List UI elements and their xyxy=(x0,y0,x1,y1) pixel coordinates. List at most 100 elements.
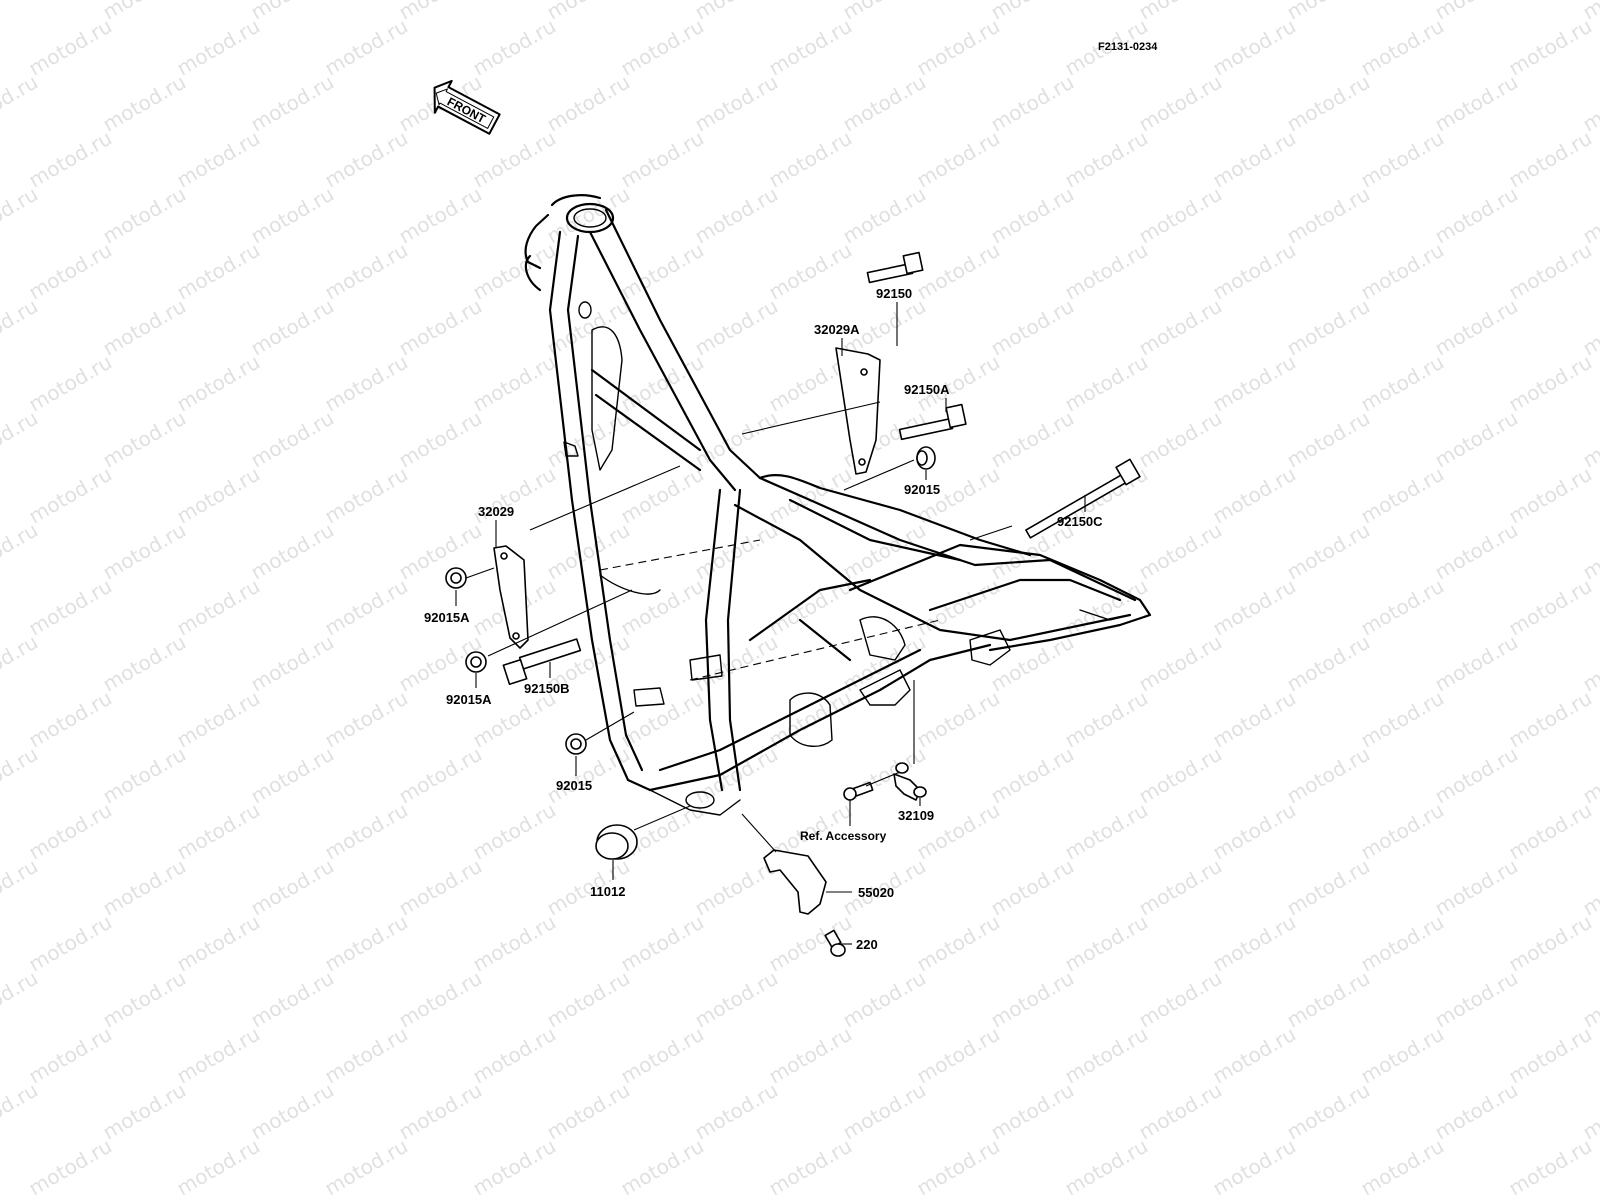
watermark-text: motod.ru xyxy=(0,518,42,585)
watermark-text: motod.ru xyxy=(247,182,338,249)
watermark-text: motod.ru xyxy=(1135,0,1226,24)
watermark-text: motod.ru xyxy=(987,966,1078,1033)
watermark-text: motod.ru xyxy=(913,686,1004,753)
watermark-text: motod.ru xyxy=(1135,630,1226,697)
watermark-text: motod.ru xyxy=(1209,14,1300,81)
watermark-text: motod.ru xyxy=(1209,798,1300,865)
watermark-text: motod.ru xyxy=(765,1134,856,1200)
watermark-text: motod.ru xyxy=(1505,238,1596,305)
watermark-text: motod.ru xyxy=(395,854,486,921)
watermark-text: motod.ru xyxy=(987,1078,1078,1145)
watermark-text: motod.ru xyxy=(1431,294,1522,361)
watermark-text: motod.ru xyxy=(1505,126,1596,193)
guard-55020-icon xyxy=(763,849,827,915)
label-92015A-lower: 92015A xyxy=(446,692,492,707)
watermark-text: motod.ru xyxy=(1135,1078,1226,1145)
watermark-text: motod.ru xyxy=(25,350,116,417)
watermark-text: motod.ru xyxy=(1135,406,1226,473)
watermark-text: motod.ru xyxy=(0,630,42,697)
watermark-text: motod.ru xyxy=(1283,182,1374,249)
watermark-text: motod.ru xyxy=(173,910,264,977)
watermark-text: motod.ru xyxy=(25,1022,116,1089)
label-220: 220 xyxy=(856,937,878,952)
watermark-text: motod.ru xyxy=(1431,630,1522,697)
label-92150C: 92150C xyxy=(1057,514,1103,529)
diagram-code: F2131-0234 xyxy=(1098,41,1158,53)
label-92015-top: 92015 xyxy=(904,482,940,497)
label-92150B: 92150B xyxy=(524,681,570,696)
watermark-text: motod.ru xyxy=(913,126,1004,193)
watermark-text: motod.ru xyxy=(99,966,190,1033)
watermark-text: motod.ru xyxy=(987,294,1078,361)
watermark-text: motod.ru xyxy=(247,294,338,361)
label-92015A-upper: 92015A xyxy=(424,610,470,625)
label-32029A: 32029A xyxy=(814,322,860,337)
watermark-text: motod.ru xyxy=(0,182,42,249)
watermark-text: motod.ru xyxy=(1135,182,1226,249)
watermark-text: motod.ru xyxy=(839,0,930,24)
watermark-text: motod.ru xyxy=(1357,686,1448,753)
watermark-text: motod.ru xyxy=(395,1078,486,1145)
watermark-text: motod.ru xyxy=(321,238,412,305)
watermark-text: motod.ru xyxy=(987,406,1078,473)
watermark-text: motod.ru xyxy=(543,742,634,809)
watermark-text: motod.ru xyxy=(99,1078,190,1145)
watermark-text: motod.ru xyxy=(617,574,708,641)
screw-220-icon xyxy=(824,929,846,957)
watermark-text: motod.ru xyxy=(321,350,412,417)
watermark-text: motod.ru xyxy=(469,1022,560,1089)
watermark-text: motod.ru xyxy=(1431,0,1522,24)
watermark-text: motod.ru xyxy=(321,14,412,81)
watermark-text: motod.ru xyxy=(247,630,338,697)
watermark-text: motod.ru xyxy=(469,238,560,305)
label-32109: 32109 xyxy=(898,808,934,823)
watermark-text: motod.ru xyxy=(321,1134,412,1200)
label-92015-lower: 92015 xyxy=(556,778,592,793)
watermark-text: motod.ru xyxy=(173,14,264,81)
watermark-text: motod.ru xyxy=(1505,1022,1596,1089)
watermark-text: motod.ru xyxy=(691,182,782,249)
watermark-text: motod.ru xyxy=(987,70,1078,137)
watermark-text: motod.ru xyxy=(0,70,42,137)
leader-lines xyxy=(455,302,1086,945)
watermark-text: motod.ru xyxy=(247,854,338,921)
watermark-text: motod.ru xyxy=(1505,798,1596,865)
watermark-text: motod.ru xyxy=(321,574,412,641)
watermark-text: motod.ru xyxy=(1209,1022,1300,1089)
watermark-text: motod.ru xyxy=(247,1078,338,1145)
watermark-text: motod.ru xyxy=(469,126,560,193)
watermark-text: motod.ru xyxy=(173,462,264,529)
watermark-text: motod.ru xyxy=(395,294,486,361)
watermark-text: motod.ru xyxy=(1061,1022,1152,1089)
watermark-text: motod.ru xyxy=(1431,742,1522,809)
watermark-text: motod.ru xyxy=(1061,910,1152,977)
watermark-text: motod.ru xyxy=(247,966,338,1033)
watermark-text: motod.ru xyxy=(0,966,42,1033)
watermark-text: motod.ru xyxy=(1209,350,1300,417)
watermark-text: motod.ru xyxy=(173,686,264,753)
watermark-text: motod.ru xyxy=(691,742,782,809)
watermark-text: motod.ru xyxy=(617,1022,708,1089)
nut-92015-lower-icon xyxy=(565,733,587,755)
watermark-text: motod.ru xyxy=(765,238,856,305)
watermark-text: motod.ru xyxy=(25,910,116,977)
watermark-text: motod.ru xyxy=(1209,238,1300,305)
bolt-92150-icon xyxy=(866,251,924,284)
bracket-32029-icon xyxy=(493,545,529,649)
watermark-text: motod.ru xyxy=(543,70,634,137)
watermark-text: motod.ru xyxy=(1283,0,1374,24)
watermark-text: motod.ru xyxy=(1209,910,1300,977)
watermark-text: motod.ru xyxy=(395,406,486,473)
watermark-text: motod.ru xyxy=(1135,854,1226,921)
watermark-text: motod.ru xyxy=(765,14,856,81)
nut-92015A-lower-icon xyxy=(465,651,487,673)
watermark-text: motod.ru xyxy=(469,350,560,417)
watermark-text: motod.ru xyxy=(987,182,1078,249)
watermark-text: motod.ru xyxy=(321,686,412,753)
watermark-text: motod.ru xyxy=(1505,686,1596,753)
nut-92015-top-icon xyxy=(916,446,936,470)
watermark-text: motod.ru xyxy=(99,854,190,921)
label-ref-accessory: Ref. Accessory xyxy=(800,829,887,843)
